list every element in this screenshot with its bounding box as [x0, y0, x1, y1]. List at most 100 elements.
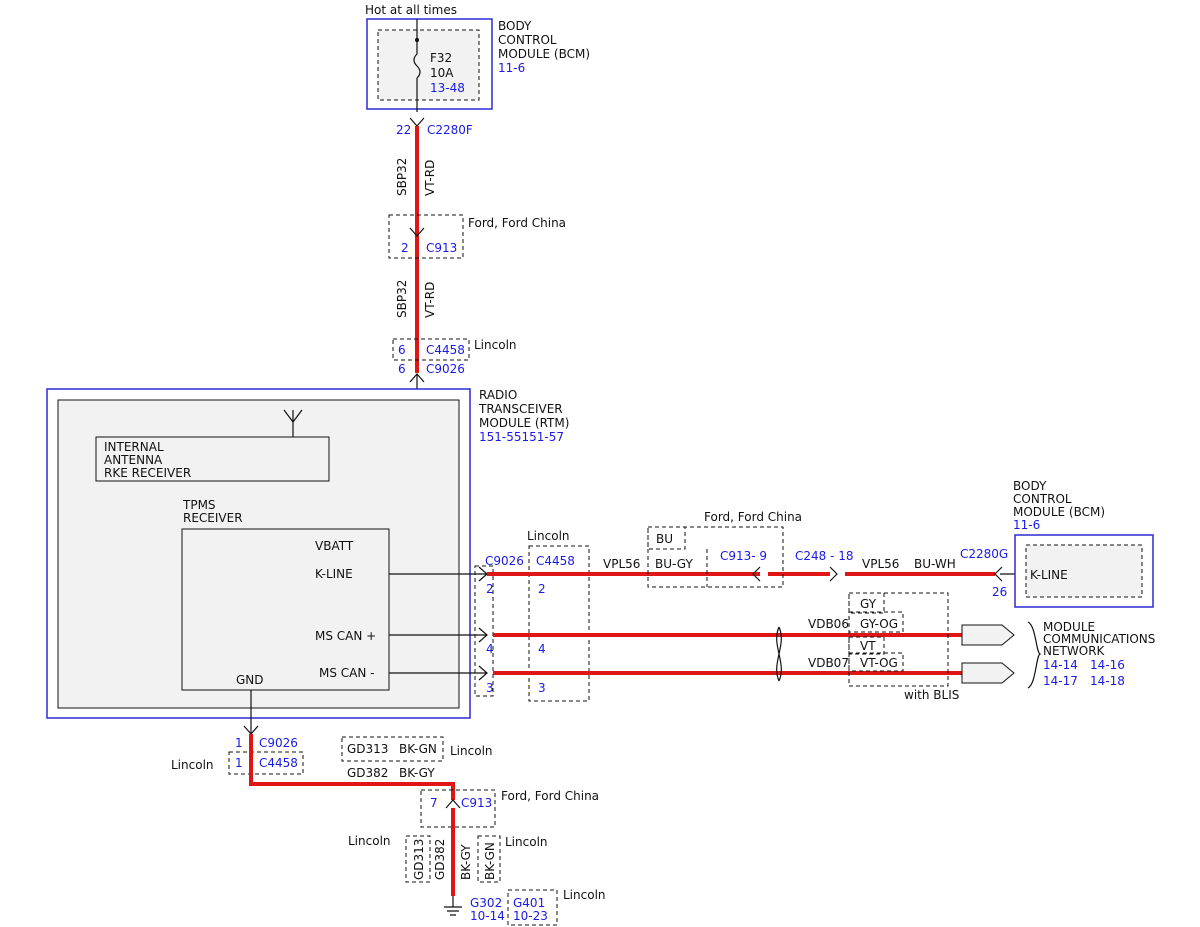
antenna-box [95, 436, 330, 482]
c9026-right-pin-2: 2 [486, 582, 494, 596]
antenna-label-line1: INTERNAL [104, 440, 164, 454]
bcm-right-kline-label: K-LINE [1030, 568, 1068, 582]
c248-18-connector-label[interactable]: C248 - 18 [795, 549, 854, 563]
bk-gn-label: BK-GN [399, 742, 437, 756]
c4458-gnd-connector-label[interactable]: C4458 [259, 756, 298, 770]
wire-sbp32-lower: SBP32 [395, 280, 409, 318]
mscan-plus-pin-label: MS CAN + [315, 629, 376, 643]
bcm-right-name-line3: MODULE (BCM) [1013, 505, 1105, 519]
network-label-line1: MODULE [1043, 620, 1095, 634]
gd313-vertical-label: GD313 [412, 839, 426, 880]
network-label-line2: COMMUNICATIONS [1043, 632, 1155, 646]
antenna-label-line2: ANTENNA [104, 453, 163, 467]
ford-china-label-right: Ford, Ford China [704, 510, 802, 524]
lincoln-label-top: Lincoln [474, 338, 517, 352]
c2280g-symbol [994, 566, 1003, 582]
c4458-lincoln-box-top [392, 338, 470, 361]
bcm-right-inner-dashed [1025, 544, 1143, 598]
vdb06-label: VDB06 [808, 617, 849, 631]
vbatt-pin-label: VBATT [315, 539, 354, 553]
gd313-box [341, 736, 444, 762]
gy-og-box [848, 611, 904, 633]
wire-sbp32-upper: SBP32 [395, 158, 409, 196]
lincoln-gd313-label: Lincoln [450, 744, 493, 758]
c9026-mscanm-symbol [478, 665, 488, 681]
c4458-gnd-pin: 1 [235, 756, 243, 770]
network-ref-14-18[interactable]: 14-18 [1090, 674, 1125, 688]
vt-label: VT [860, 639, 876, 653]
vpl56-label-right: VPL56 [862, 557, 899, 571]
gd382-vertical-label: GD382 [433, 839, 447, 880]
lincoln-gnd-bottom: Lincoln [563, 888, 606, 902]
bk-gy-label: BK-GY [399, 766, 435, 780]
g401-ref[interactable]: 10-23 [513, 909, 548, 923]
lincoln-label-right: Lincoln [527, 529, 570, 543]
g302-ref[interactable]: 10-14 [470, 909, 505, 923]
bcm-top-ref-link[interactable]: 11-6 [498, 61, 525, 75]
bcm-right-ref-link[interactable]: 11-6 [1013, 518, 1040, 532]
ford-china-label-top: Ford, Ford China [468, 216, 566, 230]
c2280f-pin: 22 [396, 123, 411, 137]
g401-box [507, 889, 558, 926]
c9026-right-pin-4: 4 [486, 642, 494, 656]
fuse-name: F32 [430, 51, 452, 65]
g401-label[interactable]: G401 [513, 896, 545, 910]
c913-connector-label[interactable]: C913 [426, 241, 457, 255]
mscan-minus-network-connector [961, 662, 1015, 684]
g302-label[interactable]: G302 [470, 896, 502, 910]
bcm-top-name-line2: CONTROL [498, 33, 557, 47]
rtm-ref-link[interactable]: 151-55151-57 [479, 430, 564, 444]
kline-pin-label: K-LINE [315, 567, 353, 581]
fuse-rating: 10A [430, 66, 454, 80]
vt-og-label: VT-OG [860, 656, 898, 670]
c4458-right-connector-label[interactable]: C4458 [536, 554, 575, 568]
c9026-gnd-connector-label[interactable]: C9026 [259, 736, 298, 750]
c913-9-connector-label[interactable]: C913- 9 [720, 549, 767, 563]
c9026-right-pin-3: 3 [486, 681, 494, 695]
c913-connector-symbol [409, 227, 425, 237]
fuse-node [415, 38, 419, 42]
c913-pin: 2 [401, 241, 409, 255]
bcm-top-inner-dashed [377, 29, 480, 101]
vt-box [848, 636, 885, 655]
network-ref-14-14[interactable]: 14-14 [1043, 658, 1078, 672]
c913-gnd-connector-label[interactable]: C913 [461, 796, 492, 810]
c9026-connector-label-top[interactable]: C9026 [426, 362, 465, 376]
wire-vtrd-lower: VT-RD [423, 282, 437, 318]
c913-gnd-box [420, 789, 496, 828]
c913-gnd-pin: 7 [430, 796, 438, 810]
bu-label: BU [656, 532, 673, 546]
rtm-name-line2: TRANSCEIVER [478, 402, 563, 416]
c9026-pin-top: 6 [398, 362, 406, 376]
mscan-minus-pin-label: MS CAN - [319, 666, 375, 680]
c4458-connector-label-top[interactable]: C4458 [426, 343, 465, 357]
bk-gn-vertical-label: BK-GN [483, 842, 497, 880]
rtm-name-line3: MODULE (RTM) [479, 416, 569, 430]
c4458-right-box [528, 545, 590, 702]
twisted-pair-symbol [776, 626, 782, 682]
gd382-label: GD382 [347, 766, 388, 780]
c2280f-connector-label[interactable]: C2280F [427, 123, 473, 137]
mscan-plus-network-connector [961, 624, 1015, 646]
c4458-right-pin-4: 4 [538, 642, 546, 656]
c9026-right-connector-label[interactable]: C9026 [485, 554, 524, 568]
lincoln-gnd-mid-right: Lincoln [505, 835, 548, 849]
vpl56-label-left: VPL56 [603, 557, 640, 571]
bk-gy-vertical-label: BK-GY [459, 844, 473, 880]
bcm-top-name-line3: MODULE (BCM) [498, 47, 590, 61]
fuse-symbol [413, 53, 421, 79]
tpms-label-line2: RECEIVER [183, 511, 243, 525]
network-ref-14-17[interactable]: 14-17 [1043, 674, 1078, 688]
c2280g-connector-label[interactable]: C2280G [960, 547, 1008, 561]
c4458-pin-top: 6 [398, 343, 406, 357]
network-ref-14-16[interactable]: 14-16 [1090, 658, 1125, 672]
gy-box [848, 592, 885, 614]
fuse-ref-link[interactable]: 13-48 [430, 81, 465, 95]
c913-ford-box [388, 214, 464, 259]
bcm-right-name-line2: CONTROL [1013, 492, 1072, 506]
ford-china-right-box [647, 526, 784, 588]
c913-gnd-symbol [445, 799, 461, 809]
c4458-right-pin-2: 2 [538, 582, 546, 596]
gy-label: GY [860, 597, 877, 611]
